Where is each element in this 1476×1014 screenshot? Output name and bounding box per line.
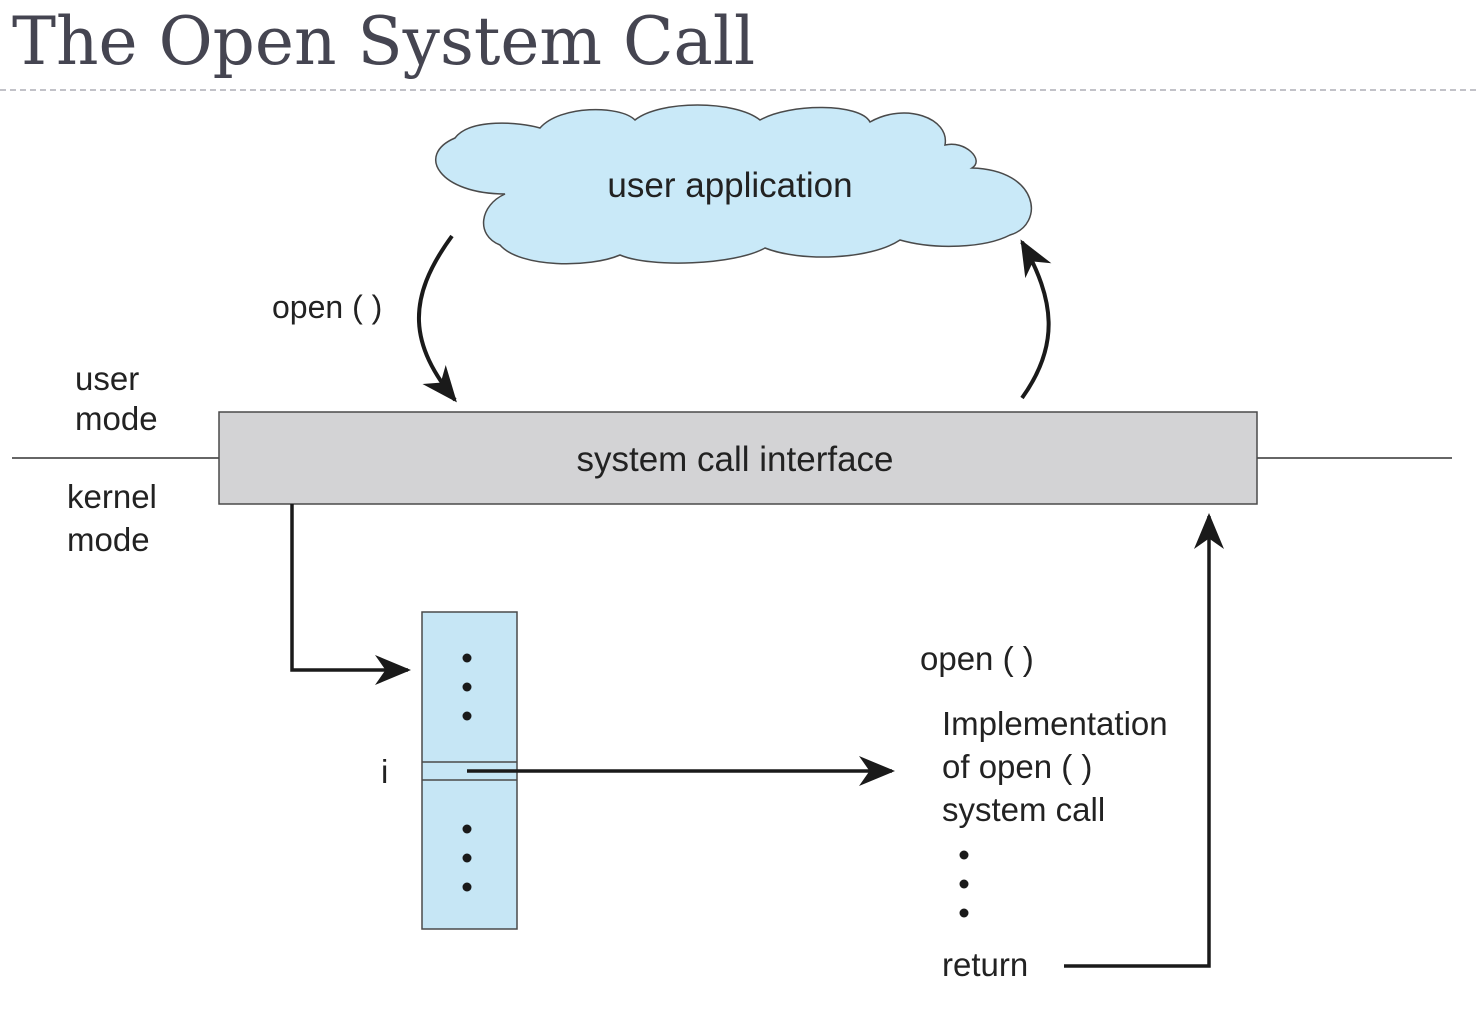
implementation-line-1: Implementation [942,705,1168,742]
table-ellipsis-top [462,653,472,721]
kernel-mode-line-2: mode [67,521,150,558]
kernel-mode-line-1: kernel [67,478,157,515]
return-to-interface-arrow [1064,513,1224,968]
system-call-interface-label: system call interface [576,440,893,479]
table-ellipsis-bottom [462,824,472,892]
implementation-description: Implementation of open ( ) system call [942,705,1177,828]
user-application-cloud [435,104,1033,265]
user-application-label: user application [607,166,852,205]
system-call-interface-bar [218,411,1258,505]
table-index-label: i [381,753,388,790]
implementation-line-2: of open ( ) [942,748,1092,785]
implementation-heading: open ( ) [920,640,1034,677]
interface-to-table-arrow [290,504,411,685]
slide-title: The Open System Call [12,3,756,80]
user-mode-line-1: user [75,360,139,397]
user-mode-label: user mode [75,360,158,437]
open-call-arrow [417,234,457,403]
return-to-user-arrow [1020,239,1052,400]
implementation-ellipsis [959,850,969,918]
title-divider [0,89,1476,91]
implementation-line-3: system call [942,791,1105,828]
open-call-label: open ( ) [272,289,382,325]
user-mode-line-2: mode [75,400,158,437]
kernel-mode-label: kernel mode [67,478,166,558]
return-label: return [942,946,1028,983]
